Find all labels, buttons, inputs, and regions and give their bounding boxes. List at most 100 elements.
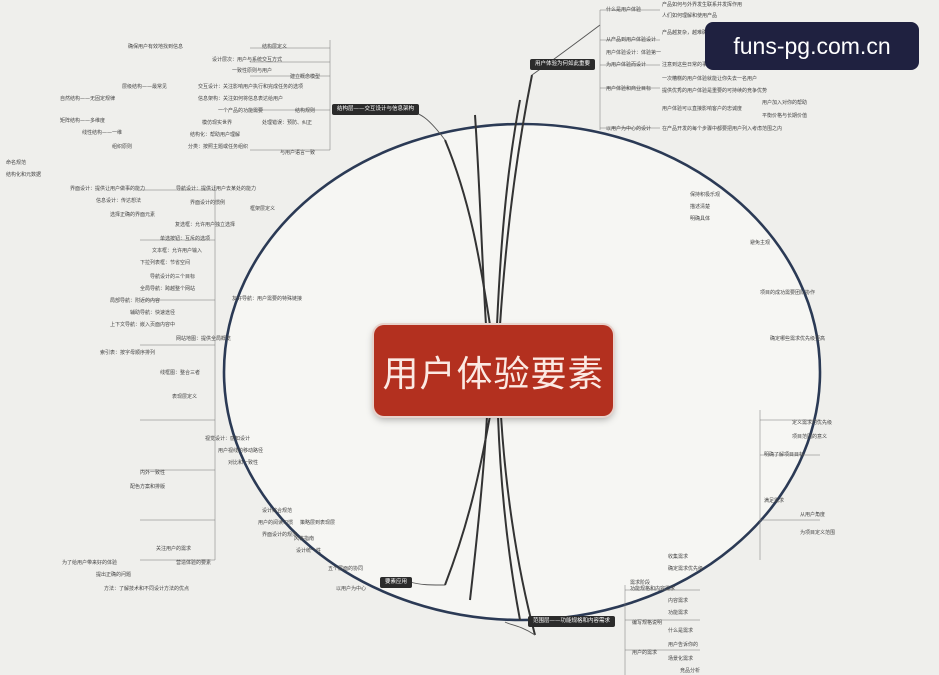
watermark-text: funs-pg.com.cn — [733, 32, 891, 59]
note-bl-17: 以用户为中心 — [336, 586, 367, 592]
note-br-22: 项目的成功需要团队协作 — [760, 290, 816, 296]
note-br-7: 什么是需求 — [668, 628, 694, 634]
note-tl-14: 自然结构——无固定规律 — [60, 96, 116, 102]
note-tr-10: 提供优秀的用户体验是重要的可持续的竞争优势 — [662, 88, 768, 94]
note-tl-19: 命名规范 — [6, 160, 27, 166]
note-tl-16: 线性结构——一维 — [82, 130, 123, 136]
note-br-16: 定义需求的优先级 — [792, 420, 833, 426]
note-tl-20: 结构化和元数据 — [6, 172, 42, 178]
note-br-2: 收集需求 — [668, 554, 689, 560]
note-bl-11: 设计统一性 — [296, 548, 322, 554]
note-br-12: 满足需求 — [764, 498, 785, 504]
note-br-6: 编写规格说明 — [632, 620, 663, 626]
note-ml-8: 文本框：允许用户输入 — [152, 248, 203, 254]
note-br-8: 用户的需求 — [632, 650, 658, 656]
note-tl-15: 矩阵结构——多维度 — [60, 118, 106, 124]
note-bl-16: 提出正确的问题 — [96, 572, 132, 578]
note-tl-11: 结构规则 — [295, 108, 316, 114]
note-tl-5: 信息架构：关注如何将信息表达给用户 — [198, 96, 284, 102]
note-br-1: 需求阶段 — [630, 580, 651, 586]
note-br-18: 保持积极乐观 — [690, 192, 721, 198]
note-br-10: 场景化需求 — [668, 656, 694, 662]
note-tl-7: 一致性原则与用户 — [232, 68, 273, 74]
note-ml-13: 辅助导航：快速途径 — [130, 310, 176, 316]
note-br-17: 项目范围的意义 — [792, 434, 828, 440]
note-br-0: 功能规格和内容需求 — [630, 586, 676, 592]
note-tl-13: 层级结构——最常见 — [122, 84, 168, 90]
note-tr-12: 用户加入对你的帮助 — [762, 100, 808, 106]
note-bl-9: 风格指南 — [294, 536, 315, 542]
note-tr-6: 为用户体验而设计 — [606, 62, 647, 68]
note-br-23: 确定哪些需求优先级更高 — [770, 336, 826, 342]
note-ml-1: 导航设计：提供让用户去某处的能力 — [176, 186, 257, 192]
note-bl-6: 设计综合规范 — [262, 508, 293, 514]
note-tl-3: 建立概念模型 — [290, 74, 321, 80]
note-tl-1: 结构层定义 — [262, 44, 288, 50]
note-bl-12: 策略层到表现层 — [300, 520, 336, 526]
note-ml-5: 选择正确的界面元素 — [110, 212, 156, 218]
note-tr-7: 注意到这些日常的事物 — [662, 62, 713, 68]
note-tl-0: 确保用户有效地找到信息 — [128, 44, 184, 50]
branch-tag-top-right[interactable]: 用户体验为何如此重要 — [530, 59, 596, 70]
note-br-20: 明确具体 — [690, 216, 711, 222]
note-ml-12: 局部导航：附近的内容 — [110, 298, 161, 304]
note-tr-0: 什么是用户体验 — [606, 7, 642, 13]
note-bl-7: 用户的阅读习惯 — [258, 520, 294, 526]
note-ml-0: 界面设计：提供让用户做事的能力 — [70, 186, 146, 192]
note-tr-14: 以用户为中心的设计 — [606, 126, 652, 132]
note-bl-3: 对比和一致性 — [228, 460, 259, 466]
watermark-badge: funs-pg.com.cn — [705, 22, 919, 70]
note-tr-11: 用户体验可以直接影响客户的忠诚度 — [662, 106, 743, 112]
note-ml-7: 单选按钮：互斥的选项 — [160, 236, 211, 242]
note-ml-17: 索引表：按字母顺序排列 — [100, 350, 156, 356]
connector-lines — [444, 74, 536, 636]
note-br-4: 内容需求 — [668, 598, 689, 604]
note-bl-15: 营造体验的要素 — [176, 560, 212, 566]
note-tl-10: 处理错误：预防、纠正 — [262, 120, 313, 126]
note-ml-16: 网站地图：提供全局概览 — [176, 336, 232, 342]
note-bl-13: 五个层面的协同 — [328, 566, 364, 572]
note-tl-4: 交互设计：关注影响用户执行和完成任务的选项 — [198, 84, 304, 90]
note-ml-3: 框架层定义 — [250, 206, 276, 212]
branch-tag-bottom-right[interactable]: 范围层——功能规格和内容需求 — [528, 616, 616, 627]
note-br-19: 描述清楚 — [690, 204, 711, 210]
note-tl-9: 结构化：帮助用户理解 — [190, 132, 241, 138]
note-br-15: 明确了解项目目标 — [764, 452, 805, 458]
branch-tag-top-left[interactable]: 结构层——交互设计与信息架构 — [332, 104, 420, 115]
note-tr-15: 在产品开发的每个步骤中都要把用户列入考虑范围之内 — [662, 126, 783, 132]
note-bl-14: 为了给用户带来好的体验 — [62, 560, 118, 566]
note-bl-0: 视觉设计：感知设计 — [205, 436, 251, 442]
note-ml-11: 全局导航：跨越整个网站 — [140, 286, 196, 292]
note-bl-8: 界面设计的规范 — [262, 532, 298, 538]
note-ml-4: 界面设计的惯例 — [190, 200, 226, 206]
note-bl-10: 关注用户的需求 — [156, 546, 192, 552]
note-br-11: 竞品分析 — [680, 668, 701, 674]
note-ml-15: 友好导航：用户需要的特殊链接 — [232, 296, 303, 302]
note-tl-8: 模仿现实世界 — [202, 120, 233, 126]
central-topic-title: 用户体验要素 — [382, 353, 605, 395]
note-tr-8: 用户体验和商业目标 — [606, 86, 652, 92]
note-br-13: 从用户角度 — [800, 512, 826, 518]
note-br-9: 用户告诉你的 — [668, 642, 699, 648]
note-ml-10: 导航设计的三个目标 — [150, 274, 196, 280]
note-br-5: 功能需求 — [668, 610, 689, 616]
note-tr-1: 产品如何与外界发生联系并发挥作用 — [662, 2, 743, 8]
note-bl-2: 用户视线的移动路径 — [218, 448, 264, 454]
note-bl-4: 内外一致性 — [140, 470, 166, 476]
note-br-14: 为项目定义范围 — [800, 530, 836, 536]
note-tl-12: 分类：按照主题或任务组织 — [188, 144, 249, 150]
note-tr-2: 人们如何理解和使用产品 — [662, 13, 718, 19]
note-ml-6: 复选框：允许用户独立选择 — [175, 222, 236, 228]
note-br-3: 确定需求优先级 — [668, 566, 704, 572]
note-bl-5: 配色方案和排版 — [130, 484, 166, 490]
note-tl-6: 一个产品的功能需要 — [218, 108, 264, 114]
note-tr-3: 从产品到用户体验设计 — [606, 37, 657, 43]
note-bl-18: 方法：了解技术和不同设计方法的优点 — [104, 586, 190, 592]
note-tl-17: 组织原则 — [112, 144, 133, 150]
note-br-21: 避免主观 — [750, 240, 771, 246]
note-tl-18: 与用户语言一致 — [280, 150, 316, 156]
central-topic-box[interactable]: 用户体验要素 — [374, 325, 613, 416]
note-ml-9: 下拉列表框：节省空间 — [140, 260, 191, 266]
branch-tag-bottom-left[interactable]: 要素应用 — [380, 577, 413, 588]
note-ml-2: 信息设计：传达想法 — [96, 198, 142, 204]
